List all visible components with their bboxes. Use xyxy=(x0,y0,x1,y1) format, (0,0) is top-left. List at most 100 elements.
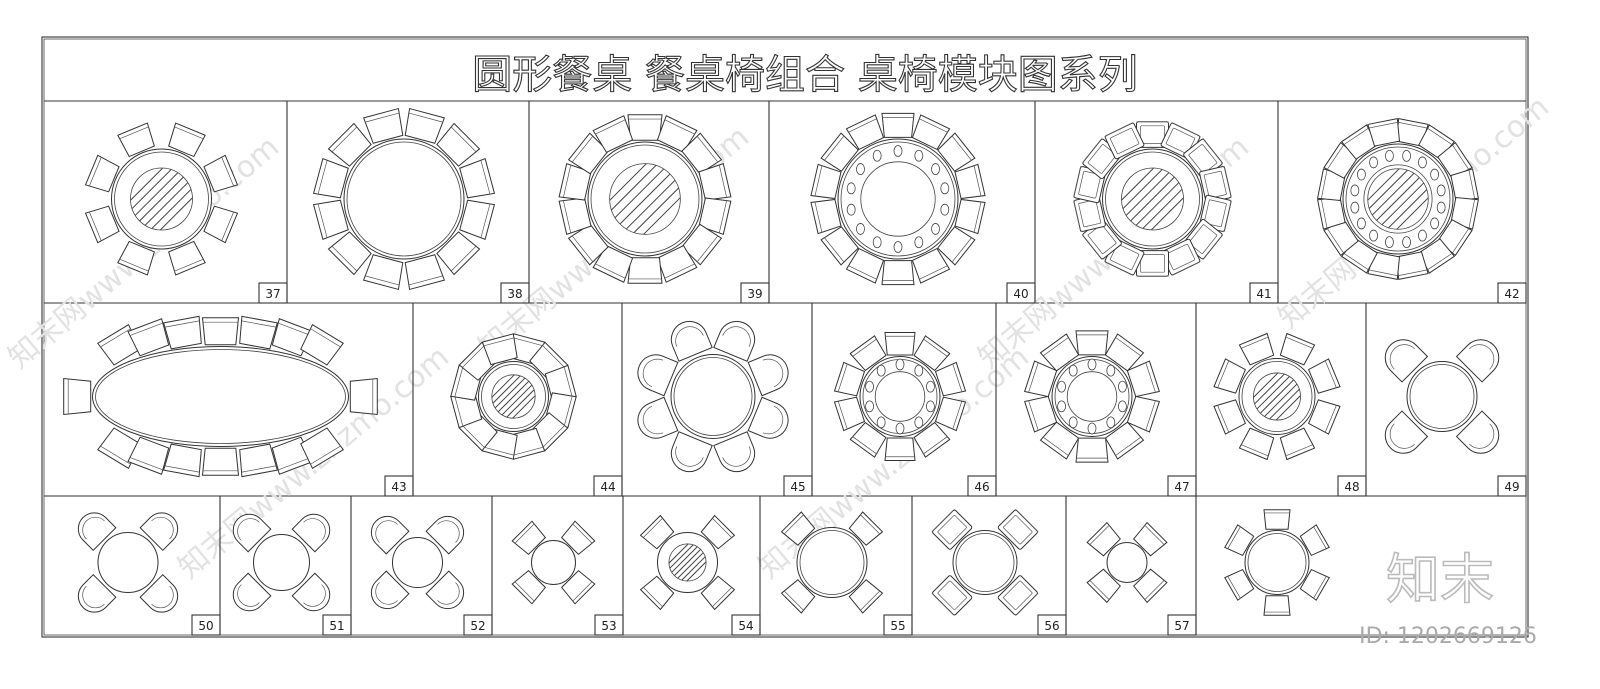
chair xyxy=(1136,121,1169,148)
inner-frame xyxy=(43,38,1527,636)
module-cell: 55 xyxy=(759,496,913,636)
chair-back xyxy=(1089,524,1110,546)
table-top xyxy=(343,138,465,260)
hatch-line xyxy=(1253,372,1301,421)
table-top xyxy=(92,346,349,447)
chair-back xyxy=(1451,228,1470,254)
chair xyxy=(954,163,986,200)
chair xyxy=(327,231,372,276)
chair-back xyxy=(1324,360,1337,389)
chair-back xyxy=(823,237,845,263)
chair xyxy=(558,163,592,201)
chair-seat xyxy=(291,572,331,612)
chair xyxy=(139,512,179,552)
chair-back xyxy=(1217,360,1230,389)
chair-back xyxy=(952,400,963,430)
chair xyxy=(1104,421,1145,460)
chair xyxy=(77,512,117,552)
chair xyxy=(911,114,951,151)
chair xyxy=(312,199,349,241)
chair-seat xyxy=(884,332,916,356)
chair-back xyxy=(514,581,535,602)
table-edge xyxy=(346,141,462,257)
chair-seat xyxy=(84,154,120,193)
place-setting xyxy=(914,236,924,249)
chair xyxy=(300,323,344,366)
chair xyxy=(1279,332,1316,366)
hatch-line xyxy=(1253,372,1279,421)
chair-seat xyxy=(362,107,404,144)
chair-seat xyxy=(327,122,372,167)
chair-back xyxy=(221,211,235,242)
chair-seat xyxy=(349,377,378,416)
chair-back xyxy=(173,258,204,272)
module-number: 41 xyxy=(1256,287,1271,301)
chair xyxy=(117,240,155,276)
chair-seat xyxy=(849,421,887,458)
module-number: 42 xyxy=(1504,287,1519,301)
chair-back xyxy=(837,363,848,393)
place-setting xyxy=(1057,380,1066,393)
chair-back xyxy=(1313,575,1327,599)
hatch-line xyxy=(512,374,536,419)
chair-back xyxy=(221,156,235,187)
chair-back xyxy=(1368,121,1399,129)
chair-seat xyxy=(1455,410,1500,454)
chair-seat xyxy=(1086,521,1121,557)
chair-back xyxy=(1227,526,1241,550)
place-setting xyxy=(872,149,882,162)
hatch-line xyxy=(1386,168,1429,230)
chair xyxy=(670,431,713,473)
chair-back xyxy=(783,590,805,611)
table-edge xyxy=(481,364,546,429)
glass-turntable xyxy=(130,167,193,231)
chair xyxy=(780,579,816,614)
module-number: 51 xyxy=(329,619,344,633)
chair xyxy=(163,315,202,350)
chair-back xyxy=(1326,228,1345,254)
place-setting xyxy=(926,380,935,393)
chair-back xyxy=(571,235,594,263)
chair-seat xyxy=(127,436,170,475)
hatch-line xyxy=(1150,168,1184,230)
chair-back xyxy=(119,126,150,140)
place-setting xyxy=(876,364,886,377)
hatch-line xyxy=(1121,168,1155,230)
chair-seat xyxy=(1238,332,1275,366)
module-number: 54 xyxy=(738,619,753,633)
place-setting xyxy=(914,149,924,162)
chair-back xyxy=(364,112,400,123)
hatch-line xyxy=(680,543,707,582)
chair-back xyxy=(973,165,982,197)
chair-seat xyxy=(560,569,596,605)
chair-seat xyxy=(459,157,496,199)
module-cell: 54 xyxy=(622,496,761,636)
chair xyxy=(203,154,239,193)
chair xyxy=(1307,399,1341,435)
hatch-line xyxy=(686,543,707,582)
glass-turntable xyxy=(668,543,707,582)
chair xyxy=(203,205,239,244)
module-cell: 57 xyxy=(1065,496,1197,636)
chair xyxy=(1224,524,1255,557)
chair-back xyxy=(303,518,326,541)
table-edge xyxy=(673,357,753,436)
chair xyxy=(404,107,446,144)
chair xyxy=(1455,339,1500,383)
chair-back xyxy=(1042,436,1069,457)
chair-cushion xyxy=(937,580,967,610)
chair-back xyxy=(923,436,948,455)
chair-back xyxy=(722,446,751,467)
chair-seat xyxy=(511,520,547,556)
chair-back xyxy=(1285,336,1314,349)
chair xyxy=(327,122,372,167)
place-setting xyxy=(940,203,950,216)
module-number: 40 xyxy=(1013,287,1028,301)
chair xyxy=(1133,521,1168,557)
chair xyxy=(845,114,885,151)
chair-seat xyxy=(848,579,884,614)
table-top xyxy=(837,138,959,260)
chair xyxy=(1299,524,1330,557)
chair-seat xyxy=(1307,399,1341,435)
